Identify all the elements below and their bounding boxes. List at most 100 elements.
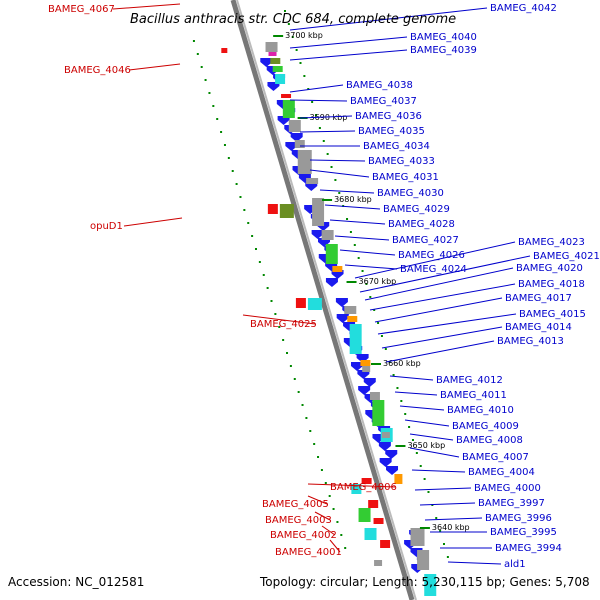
gene-arrow [350,362,363,371]
right-leader-line [381,326,503,349]
right-leader-line [447,561,502,565]
gene-box [424,574,437,596]
right-gene-label: BAMEG_4023 [518,237,585,248]
right-leader-line [319,189,375,194]
left-leader-line [321,525,336,536]
gene-box [374,560,383,566]
right-leader-line [344,264,398,270]
gene-arrow [311,230,324,239]
right-leader-line [354,241,516,279]
right-leader-line [339,249,396,256]
right-leader-line [289,84,344,93]
right-leader-line [411,469,466,473]
right-leader-line [424,517,483,521]
gene-arrow [298,174,311,183]
right-leader-line [289,7,488,31]
right-leader-line [374,297,503,323]
gene-box [358,508,371,522]
right-leader-line [309,159,366,162]
right-gene-label: BAMEG_4007 [462,452,529,463]
left-leader-line [123,217,183,227]
gene-features [221,42,437,596]
right-gene-label: BAMEG_4014 [505,322,572,333]
gene-arrow [336,314,349,323]
right-gene-label: BAMEG_4034 [363,141,430,152]
left-leader-line [128,63,181,71]
right-gene-label: BAMEG_4028 [388,219,455,230]
gene-arrow [285,142,298,151]
right-leader-line [369,283,516,311]
gene-arrow [378,442,391,451]
right-gene-label: BAMEG_4040 [410,32,477,43]
map-title: Bacillus anthracis str. CDC 684, complet… [130,12,456,27]
left-gene-label: BAMEG_4003 [265,515,332,526]
left-gene-label: BAMEG_4006 [330,482,397,493]
right-gene-label: BAMEG_4038 [346,80,413,91]
right-leader-line [289,49,408,61]
gene-box [267,204,278,214]
left-gene-label: opuD1 [90,221,123,232]
gene-box [364,528,377,540]
gene-box [361,478,372,484]
gene-box [272,66,283,72]
gene-arrow [358,386,371,395]
gene-box [410,528,425,546]
gene-box [368,500,379,508]
gene-box [307,298,322,310]
right-gene-label: BAMEG_4024 [400,264,467,275]
right-gene-label: BAMEG_4020 [516,263,583,274]
left-gene-label: BAMEG_4005 [262,499,329,510]
gene-box [221,48,228,53]
gene-box [265,42,278,52]
right-gene-label: BAMEG_4000 [474,483,541,494]
left-leader-line [314,511,331,521]
gene-box [369,392,380,400]
gene-box [295,298,306,308]
right-leader-line [409,433,454,441]
right-gene-label: BAMEG_4030 [377,188,444,199]
right-gene-label: BAMEG_4035 [358,126,425,137]
gene-box [417,550,430,570]
left-gene-label: BAMEG_4067 [48,4,115,15]
right-leader-line [399,405,445,411]
gene-arrow [260,58,273,67]
right-leader-line [359,255,531,293]
right-gene-label: BAMEG_4029 [383,204,450,215]
gene-box [281,94,292,98]
right-gene-label: BAMEG_3995 [490,527,557,538]
right-leader-line [419,502,476,506]
right-leader-line [299,130,356,133]
left-gene-label: BAMEG_4002 [270,530,337,541]
right-leader-line [334,235,390,241]
left-labels: BAMEG_4067BAMEG_4046opuD1BAMEG_4025BAMEG… [48,4,397,558]
gene-arrow [357,370,370,379]
right-gene-label: BAMEG_4039 [410,45,477,56]
genome-backbone [230,0,417,600]
scale-label: 3660 kbp [383,359,421,368]
scale-label: 3640 kbp [432,523,470,532]
gene-box [372,400,385,426]
gene-arrow [290,133,303,142]
accession-text: Accession: NC_012581 [8,575,144,589]
gene-box [282,100,295,118]
right-gene-label: BAMEG_4042 [490,3,557,14]
left-leader-line [307,483,396,488]
right-leader-line [309,169,370,178]
gene-box [362,366,371,372]
gene-box [332,266,343,272]
right-gene-label: ald1 [504,559,526,570]
scale-label: 3680 kbp [334,195,372,204]
gene-box [275,74,286,84]
right-gene-label: BAMEG_4008 [456,435,523,446]
gene-box [344,306,357,314]
gene-box [294,140,305,148]
gene-box [297,150,312,174]
gene-box [351,484,362,494]
scale-label: 3700 kbp [285,31,323,40]
left-leader-line [112,3,181,10]
right-leader-line [394,391,438,396]
gene-box [270,58,281,64]
right-gene-label: BAMEG_4026 [398,250,465,261]
right-leader-line [409,447,460,458]
right-labels: BAMEG_4042BAMEG_4040BAMEG_4039BAMEG_4038… [346,3,600,570]
